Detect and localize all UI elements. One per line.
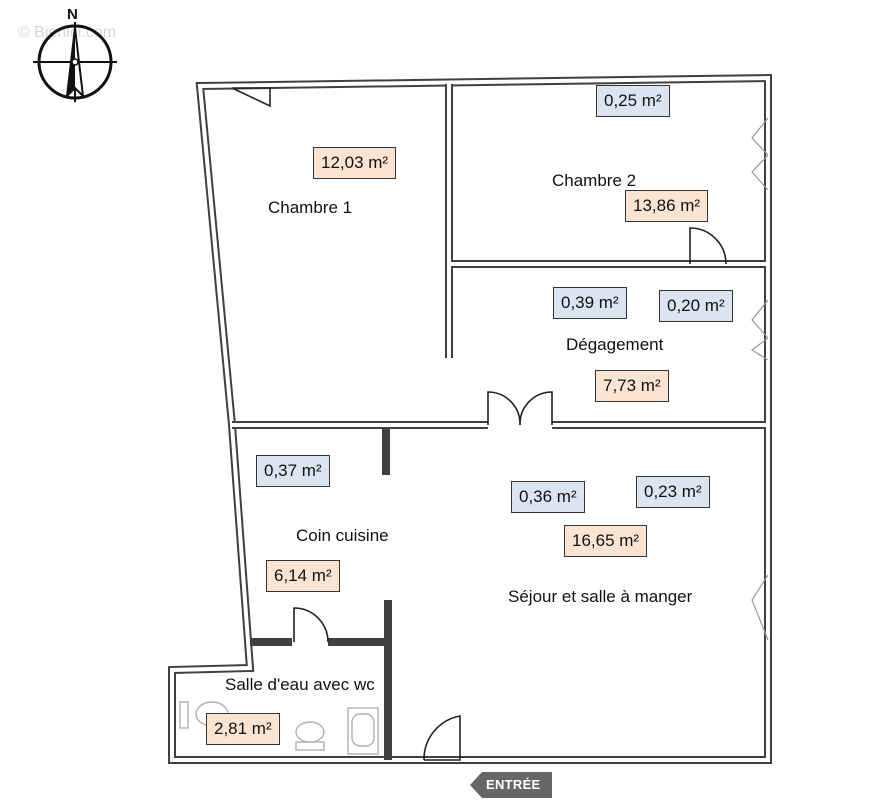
degagement-closet2-area: 0,20 m²	[659, 290, 733, 322]
sejour-area: 16,65 m²	[564, 525, 648, 557]
windows	[750, 117, 769, 641]
entry-arrow-icon	[470, 772, 552, 798]
salle-eau-area: 2,81 m²	[206, 713, 280, 745]
watermark: © Bienici.com	[18, 24, 117, 41]
sejour-closet2-area: 0,23 m²	[636, 476, 710, 508]
interior-walls	[232, 84, 766, 760]
compass-rose-icon	[33, 22, 117, 102]
exterior-wall-core	[170, 75, 770, 762]
chambre1-area: 12,03 m²	[313, 147, 397, 179]
degagement-label: Dégagement	[566, 335, 664, 354]
degagement-area: 7,73 m²	[595, 370, 669, 402]
chambre2-area: 13,86 m²	[625, 190, 709, 222]
salle-eau-label: Salle d'eau avec wc	[225, 675, 375, 694]
sejour-closet1-area: 0,36 m²	[511, 481, 585, 513]
chambre1-label: Chambre 1	[268, 198, 353, 217]
exterior-wall	[168, 73, 772, 764]
cuisine-closet-area: 0,37 m²	[256, 455, 330, 487]
compass-north-label: N	[67, 6, 78, 23]
entry-label: ENTRÉE	[486, 777, 541, 792]
doors	[231, 87, 727, 761]
chambre2-closet-area: 0,25 m²	[596, 85, 670, 117]
cuisine-label: Coin cuisine	[296, 526, 389, 545]
sejour-label: Séjour et salle à manger	[508, 587, 693, 606]
chambre2-label: Chambre 2	[552, 171, 637, 190]
cuisine-area: 6,14 m²	[266, 560, 340, 592]
entry-marker: ENTRÉE	[470, 772, 552, 798]
degagement-closet1-area: 0,39 m²	[553, 287, 627, 319]
compass: N	[30, 4, 126, 104]
